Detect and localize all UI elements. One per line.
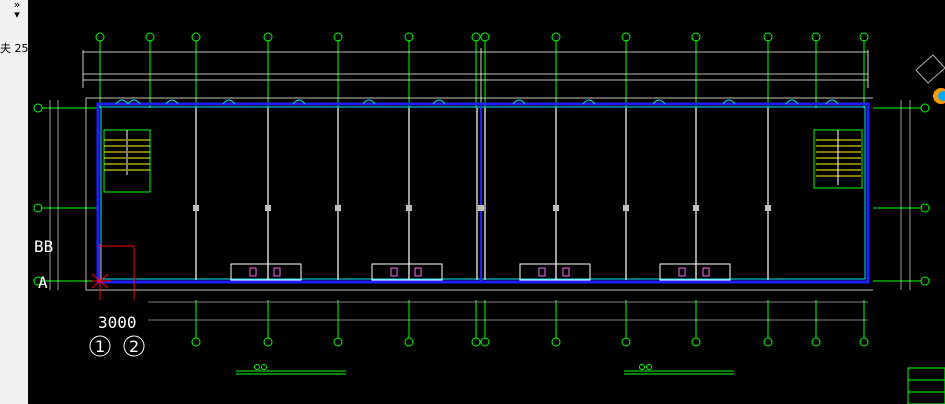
building-walls xyxy=(85,97,873,291)
right-grid-axes xyxy=(873,100,930,290)
right-stair xyxy=(813,129,863,189)
ucs-icon xyxy=(91,244,135,300)
left-grid-axes xyxy=(33,100,98,290)
column-pads xyxy=(193,205,771,211)
ucs-x-label: A xyxy=(38,273,48,292)
bottom-grid-axes xyxy=(148,300,869,347)
dimension-label: 3000 xyxy=(98,313,137,332)
property-value: 夫 25 xyxy=(0,42,29,55)
axis-bubble-1 xyxy=(89,335,111,357)
chevron-down-icon: ▾ xyxy=(14,8,20,21)
left-tool-panel: » ▾ 夫 25 xyxy=(0,0,29,404)
collapse-button[interactable]: » ▾ xyxy=(8,0,26,20)
title-block xyxy=(907,367,945,404)
top-dimension-lines xyxy=(82,48,869,106)
navigation-widget[interactable] xyxy=(915,54,945,104)
column-lines xyxy=(195,108,769,280)
toilet-blocks xyxy=(230,263,731,281)
ucs-y-label: BB xyxy=(34,237,53,256)
top-door-swings xyxy=(115,99,839,105)
left-stair xyxy=(103,129,151,193)
cad-drawing-canvas[interactable]: BB A 3000 1 2 xyxy=(28,0,945,404)
axis-bubble-2 xyxy=(123,335,145,357)
section-titles xyxy=(236,364,734,375)
collapse-icon: » xyxy=(13,0,21,11)
canvas-background xyxy=(28,0,945,404)
axis-bubble-2-label: 2 xyxy=(129,337,139,356)
axis-bubble-1-label: 1 xyxy=(95,337,105,356)
